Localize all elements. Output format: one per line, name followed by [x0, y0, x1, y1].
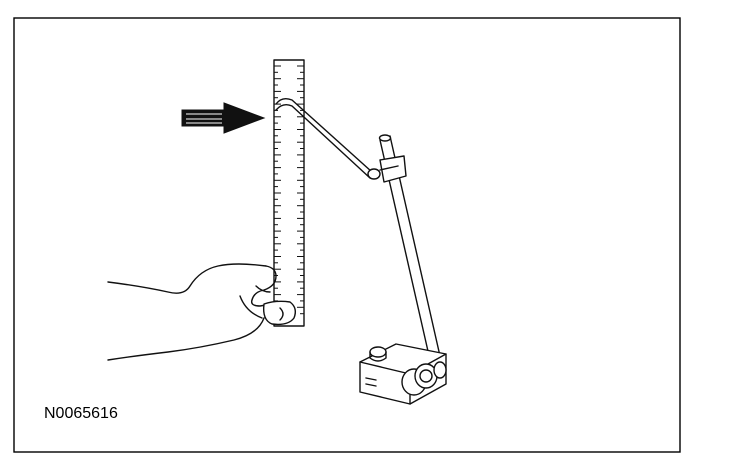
pointer-rod — [275, 97, 373, 179]
figure-id-label: N0065616 — [44, 405, 118, 422]
rod-clamp — [367, 155, 407, 183]
arrow-right-icon — [181, 102, 266, 134]
ruler — [273, 59, 305, 327]
magnetic-base — [359, 343, 447, 405]
hand — [107, 263, 297, 361]
ruler-graduations — [274, 65, 304, 315]
figure-frame — [13, 17, 681, 453]
